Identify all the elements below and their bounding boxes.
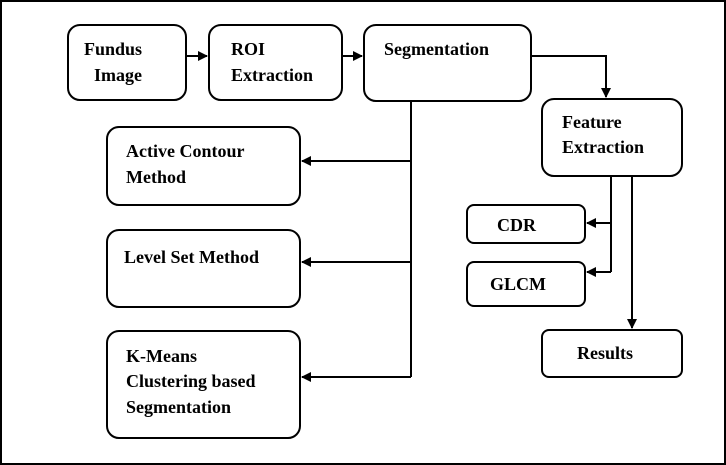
node-feature-extraction-line1: Feature bbox=[562, 112, 622, 132]
node-results-box bbox=[541, 329, 683, 378]
node-kmeans-box bbox=[106, 330, 301, 439]
node-segmentation: Segmentation bbox=[363, 24, 532, 102]
node-glcm: GLCM bbox=[466, 261, 586, 307]
node-feature-extraction-line2: Extraction bbox=[562, 137, 644, 157]
connectors bbox=[187, 51, 637, 382]
node-fundus-image-line1: Fundus bbox=[84, 39, 142, 59]
node-cdr: CDR bbox=[466, 204, 586, 244]
node-fundus-image: Fundus Image bbox=[67, 24, 187, 101]
arrow-segmentation-to-feature bbox=[531, 55, 611, 98]
node-roi-extraction-line2: Extraction bbox=[231, 65, 313, 85]
node-active-contour: Active Contour Method bbox=[106, 126, 301, 206]
node-level-set-line1: Level Set Method bbox=[124, 247, 259, 267]
node-roi-extraction-box bbox=[208, 24, 343, 101]
node-glcm-box bbox=[466, 261, 586, 307]
node-cdr-box bbox=[466, 204, 586, 244]
node-level-set: Level Set Method bbox=[106, 229, 301, 308]
node-segmentation-box bbox=[363, 24, 532, 102]
node-active-contour-box bbox=[106, 126, 301, 206]
node-results: Results bbox=[541, 329, 683, 378]
node-segmentation-line1: Segmentation bbox=[384, 39, 489, 59]
node-kmeans: K-Means Clustering based Segmentation bbox=[106, 330, 301, 439]
node-feature-extraction: Feature Extraction bbox=[541, 98, 683, 177]
node-cdr-line1: CDR bbox=[497, 215, 537, 235]
node-roi-extraction: ROI Extraction bbox=[208, 24, 343, 101]
node-kmeans-line3: Segmentation bbox=[126, 397, 231, 417]
node-fundus-image-line2: Image bbox=[94, 65, 142, 85]
node-kmeans-line2: Clustering based bbox=[126, 371, 256, 391]
node-feature-extraction-box bbox=[541, 98, 683, 177]
node-level-set-box bbox=[106, 229, 301, 308]
node-kmeans-line1: K-Means bbox=[126, 346, 197, 366]
node-fundus-image-box bbox=[67, 24, 187, 101]
node-results-line1: Results bbox=[577, 343, 633, 363]
node-roi-extraction-line1: ROI bbox=[231, 39, 265, 59]
node-active-contour-line1: Active Contour bbox=[126, 141, 244, 161]
node-active-contour-line2: Method bbox=[126, 167, 186, 187]
node-glcm-line1: GLCM bbox=[490, 274, 546, 294]
